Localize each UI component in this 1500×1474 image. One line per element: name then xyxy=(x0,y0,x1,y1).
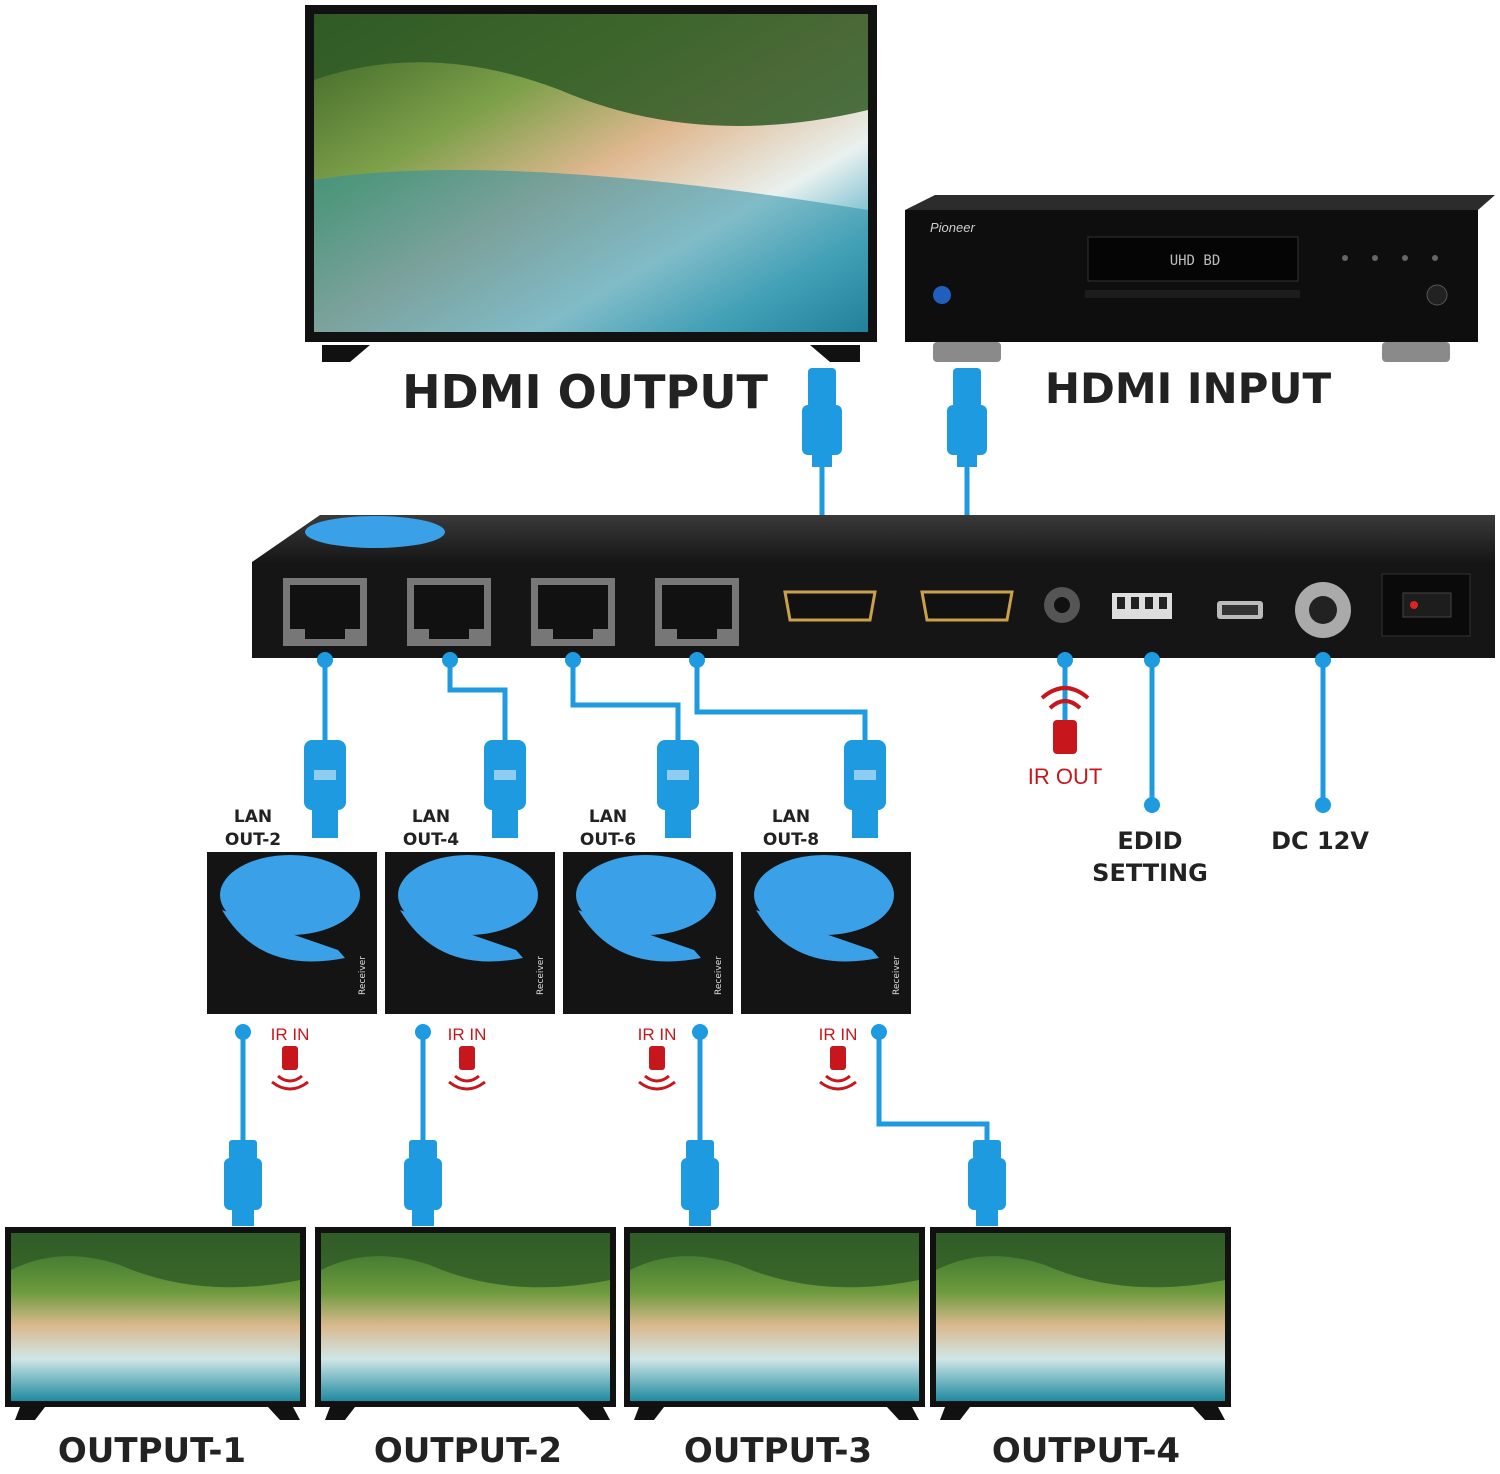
hdmi-cable-output-2 xyxy=(404,1024,442,1226)
rj45-plug-2 xyxy=(484,740,526,838)
receiver-1-label-line1: LAN xyxy=(234,807,272,827)
hdmi-cable-output-4 xyxy=(871,1024,1006,1226)
ir-receiver-icon-4 xyxy=(819,1046,857,1091)
hdmi-input-label: HDMI INPUT xyxy=(1045,364,1332,413)
lan-cable-1 xyxy=(317,652,333,740)
player-brand: Pioneer xyxy=(930,220,975,235)
device-logo xyxy=(305,516,445,548)
rj45-plug-1 xyxy=(304,740,346,838)
output-4-label: OUTPUT-4 xyxy=(992,1431,1180,1471)
receiver-2-label-line1: LAN xyxy=(412,807,450,827)
output-1-label: OUTPUT-1 xyxy=(58,1431,246,1471)
receiver-box-2: Receiver xyxy=(385,852,555,1014)
ir-out-label: IR OUT xyxy=(1028,764,1103,789)
receiver-1-label-line2: OUT-2 xyxy=(225,830,281,850)
player-foot-left xyxy=(933,342,1001,362)
receiver-box-1: Receiver xyxy=(207,852,377,1014)
receiver-4-label-line2: OUT-8 xyxy=(763,830,819,850)
output-tv-2 xyxy=(315,1227,616,1420)
edid-label-line2: SETTING xyxy=(1092,859,1208,887)
receiver-logo xyxy=(576,855,716,935)
receiver-logo xyxy=(220,855,360,935)
hdmi-cable-output-3 xyxy=(681,1024,719,1226)
hdmi-out-port xyxy=(783,590,877,622)
lan-port-4 xyxy=(655,578,739,646)
hdmi-cable-output-1 xyxy=(224,1024,262,1226)
hdmi-output-label: HDMI OUTPUT xyxy=(402,365,768,419)
ir-receiver-icon-3 xyxy=(638,1046,676,1091)
receiver-4-side-text: Receiver xyxy=(892,956,902,995)
rj45-plug-4 xyxy=(844,740,886,838)
player-display-text: UHD BD xyxy=(1170,253,1221,269)
ir-emitter-icon xyxy=(1053,720,1077,754)
receiver-3-ir-label: IR IN xyxy=(638,1025,677,1044)
dc-connector xyxy=(1315,652,1331,813)
ir-out-connector xyxy=(1040,652,1090,754)
bluray-player: UHD BD Pioneer xyxy=(905,195,1495,362)
power-button-icon xyxy=(933,286,951,304)
tv-foot-left xyxy=(322,345,370,362)
edid-label-line1: EDID xyxy=(1117,827,1182,855)
lan-port-2 xyxy=(407,578,491,646)
receiver-2-side-text: Receiver xyxy=(536,956,546,995)
receiver-2-label-line2: OUT-4 xyxy=(403,830,459,850)
player-foot-right xyxy=(1382,342,1450,362)
tv-foot-right xyxy=(810,345,860,362)
receiver-3-label-line1: LAN xyxy=(589,807,627,827)
receiver-box-4: Receiver xyxy=(741,852,911,1014)
receiver-2-ir-label: IR IN xyxy=(448,1025,487,1044)
receiver-3-side-text: Receiver xyxy=(714,956,724,995)
receiver-logo xyxy=(398,855,538,935)
output-2-label: OUTPUT-2 xyxy=(374,1431,562,1471)
edid-connector xyxy=(1144,652,1160,813)
receiver-box-3: Receiver xyxy=(563,852,733,1014)
output-tv-3 xyxy=(624,1227,925,1420)
output-3-label: OUTPUT-3 xyxy=(684,1431,872,1471)
receiver-1-side-text: Receiver xyxy=(358,956,368,995)
lan-port-3 xyxy=(531,578,615,646)
receiver-4-label-line1: LAN xyxy=(772,807,810,827)
receiver-3-label-line2: OUT-6 xyxy=(580,830,636,850)
top-tv xyxy=(305,5,877,362)
ir-receiver-icon-2 xyxy=(448,1046,486,1091)
lan-cable-2 xyxy=(442,652,508,740)
lan-port-1 xyxy=(283,578,367,646)
ir-receiver-icon-1 xyxy=(271,1046,309,1091)
rj45-plug-3 xyxy=(657,740,699,838)
output-tv-4 xyxy=(930,1227,1231,1420)
lan-cable-3 xyxy=(565,652,681,740)
dc-label: DC 12V xyxy=(1271,827,1369,855)
hdmi-in-port xyxy=(920,590,1014,622)
receiver-1-ir-label: IR IN xyxy=(271,1025,310,1044)
receiver-4-ir-label: IR IN xyxy=(819,1025,858,1044)
receiver-logo xyxy=(754,855,894,935)
lan-cable-4 xyxy=(689,652,868,740)
player-display-window xyxy=(1087,236,1299,282)
output-tv-1 xyxy=(5,1227,306,1420)
